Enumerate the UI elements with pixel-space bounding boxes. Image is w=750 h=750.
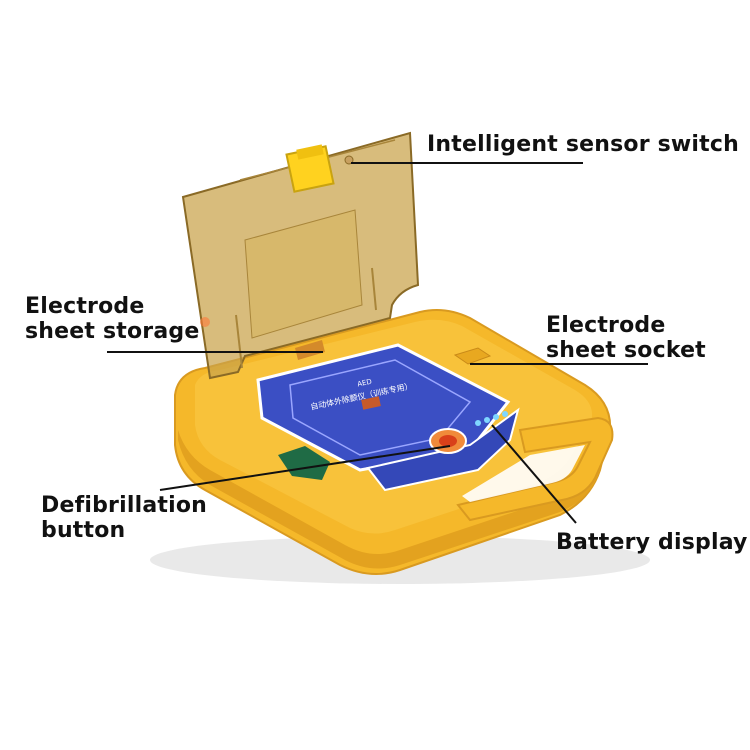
battery-led-3: [493, 414, 499, 420]
label-intelligent-sensor-switch: Intelligent sensor switch: [427, 132, 739, 157]
leader-line-defibrillation-button: [159, 445, 451, 491]
control-strip: [366, 407, 520, 492]
label-line-2: button: [41, 518, 126, 543]
label-line-1: Electrode: [25, 294, 145, 319]
sensor-switch-top: [296, 144, 324, 160]
panel-title: AED: [357, 378, 373, 389]
label-line-2: sheet socket: [546, 338, 706, 363]
label-defibrillation-button: Defibrillation button: [41, 493, 207, 543]
label-electrode-sheet-storage: Electrode sheet storage: [25, 294, 199, 344]
electrode-socket: [453, 347, 492, 365]
label-electrode-sheet-socket: Electrode sheet socket: [546, 313, 706, 363]
label-text: Battery display: [556, 530, 748, 555]
defibrillation-button-core: [439, 435, 457, 447]
leader-line-battery-display: [491, 424, 577, 524]
lid-rib: [371, 267, 377, 311]
battery-led-4: [502, 411, 508, 417]
label-line-2: sheet storage: [25, 319, 200, 344]
lid-rib: [235, 314, 243, 369]
label-battery-display: Battery display: [556, 530, 748, 555]
lid-inner-panel: [244, 209, 363, 339]
electrode-storage-pocket: [295, 340, 325, 360]
panel-marker: [361, 396, 381, 410]
battery-led-1: [475, 420, 481, 426]
lid-reflection: [200, 317, 210, 327]
label-line-1: Defibrillation: [41, 493, 207, 518]
aed-handle: [456, 416, 614, 522]
label-text: Intelligent sensor switch: [427, 132, 739, 157]
handle-opening: [462, 445, 585, 502]
battery-led-2: [484, 417, 490, 423]
label-line-1: Electrode: [546, 313, 666, 338]
green-electrode-tab: [278, 446, 330, 480]
